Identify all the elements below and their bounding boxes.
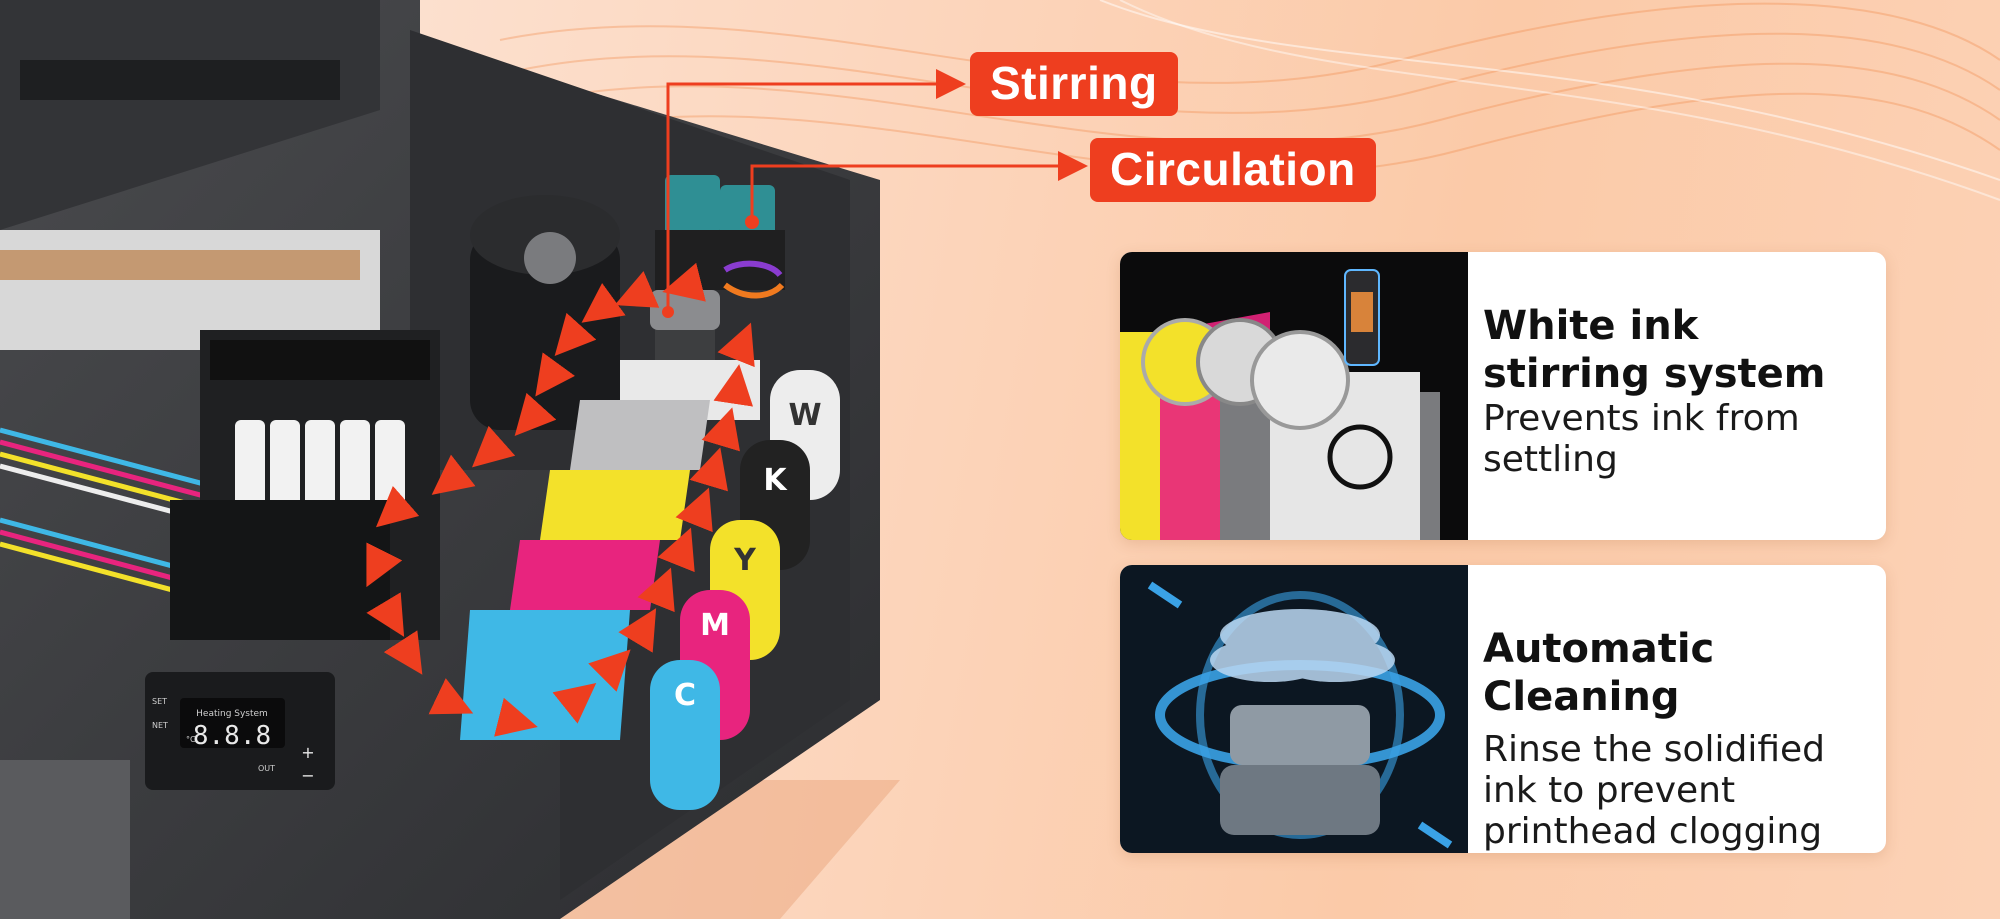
control-panel: Heating System 8.8.8 SET NET °C OUT + − xyxy=(145,672,335,790)
bottle-label-k: K xyxy=(763,463,788,498)
ink-flow-arrows xyxy=(366,262,755,737)
bottle-label-c: C xyxy=(674,678,696,713)
feature-card-stirring: White ink stirring system Prevents ink f… xyxy=(1120,252,1886,540)
feature-title-cleaning: Automatic Cleaning xyxy=(1483,626,1715,720)
feature-text-stirring: White ink stirring system Prevents ink f… xyxy=(1483,302,1876,480)
callout-leaders xyxy=(666,69,1088,310)
bottle-label-y: Y xyxy=(733,543,757,578)
feature-desc-stirring: Prevents ink from settling xyxy=(1483,398,1800,480)
cleaning-fan-icon xyxy=(1120,565,1468,853)
feature-desc-cleaning: Rinse the solidified ink to prevent prin… xyxy=(1483,729,1826,852)
bottle-label-m: M xyxy=(700,608,730,643)
panel-minus-label: − xyxy=(301,766,314,785)
printhead-carriage xyxy=(170,330,440,640)
panel-set-label: SET xyxy=(152,697,167,706)
stirring-motor-icon xyxy=(1120,252,1468,540)
stirring-motor xyxy=(470,195,620,430)
feature-title-stirring: White ink stirring system xyxy=(1483,303,1826,397)
bottle-label-w: W xyxy=(788,398,821,433)
circulation-callout: Circulation xyxy=(1090,138,1376,202)
feature-text-cleaning: Automatic Cleaning Rinse the solidified … xyxy=(1483,625,1876,852)
panel-title: Heating System xyxy=(196,709,268,719)
circulation-pump xyxy=(655,175,785,299)
panel-plus-label: + xyxy=(301,743,314,762)
panel-readout: 8.8.8 xyxy=(193,721,271,751)
panel-out-label: OUT xyxy=(258,764,275,773)
background-waves xyxy=(499,0,2000,201)
ink-bottles: W K Y M C xyxy=(650,370,840,810)
panel-unit-label: °C xyxy=(186,735,196,744)
panel-net-label: NET xyxy=(152,721,168,730)
feature-card-cleaning: Automatic Cleaning Rinse the solidified … xyxy=(1120,565,1886,853)
stirring-callout: Stirring xyxy=(970,52,1178,116)
